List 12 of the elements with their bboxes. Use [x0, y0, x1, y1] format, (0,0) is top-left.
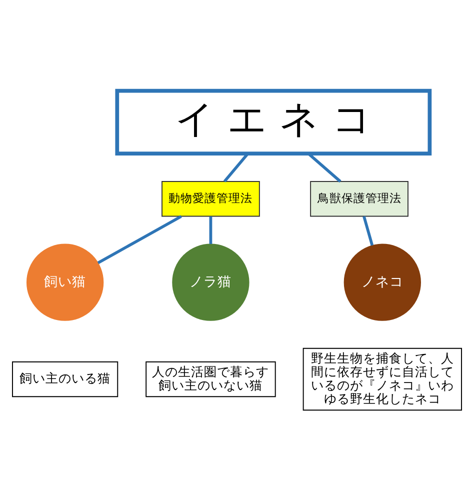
- connector: [362, 215, 374, 246]
- node-box: 野生生物を捕食して、人間に依存せずに自活しているのが『ノネコ』いわゆる野生化したネコ: [302, 347, 462, 410]
- node-box: 飼い主のいる猫: [12, 360, 118, 397]
- node-circle: ノネコ: [344, 243, 421, 320]
- node-box: 人の生活圏で暮らす飼い主のいない猫: [146, 360, 276, 397]
- node-circle: 飼い猫: [26, 243, 104, 320]
- connector: [209, 216, 212, 244]
- node-box: 動物愛護管理法: [162, 180, 260, 216]
- node-box: イ エ ネ コ: [115, 88, 432, 155]
- connector: [97, 214, 182, 264]
- node-box: 鳥獣保護管理法: [310, 180, 408, 216]
- node-circle: ノラ猫: [172, 243, 250, 320]
